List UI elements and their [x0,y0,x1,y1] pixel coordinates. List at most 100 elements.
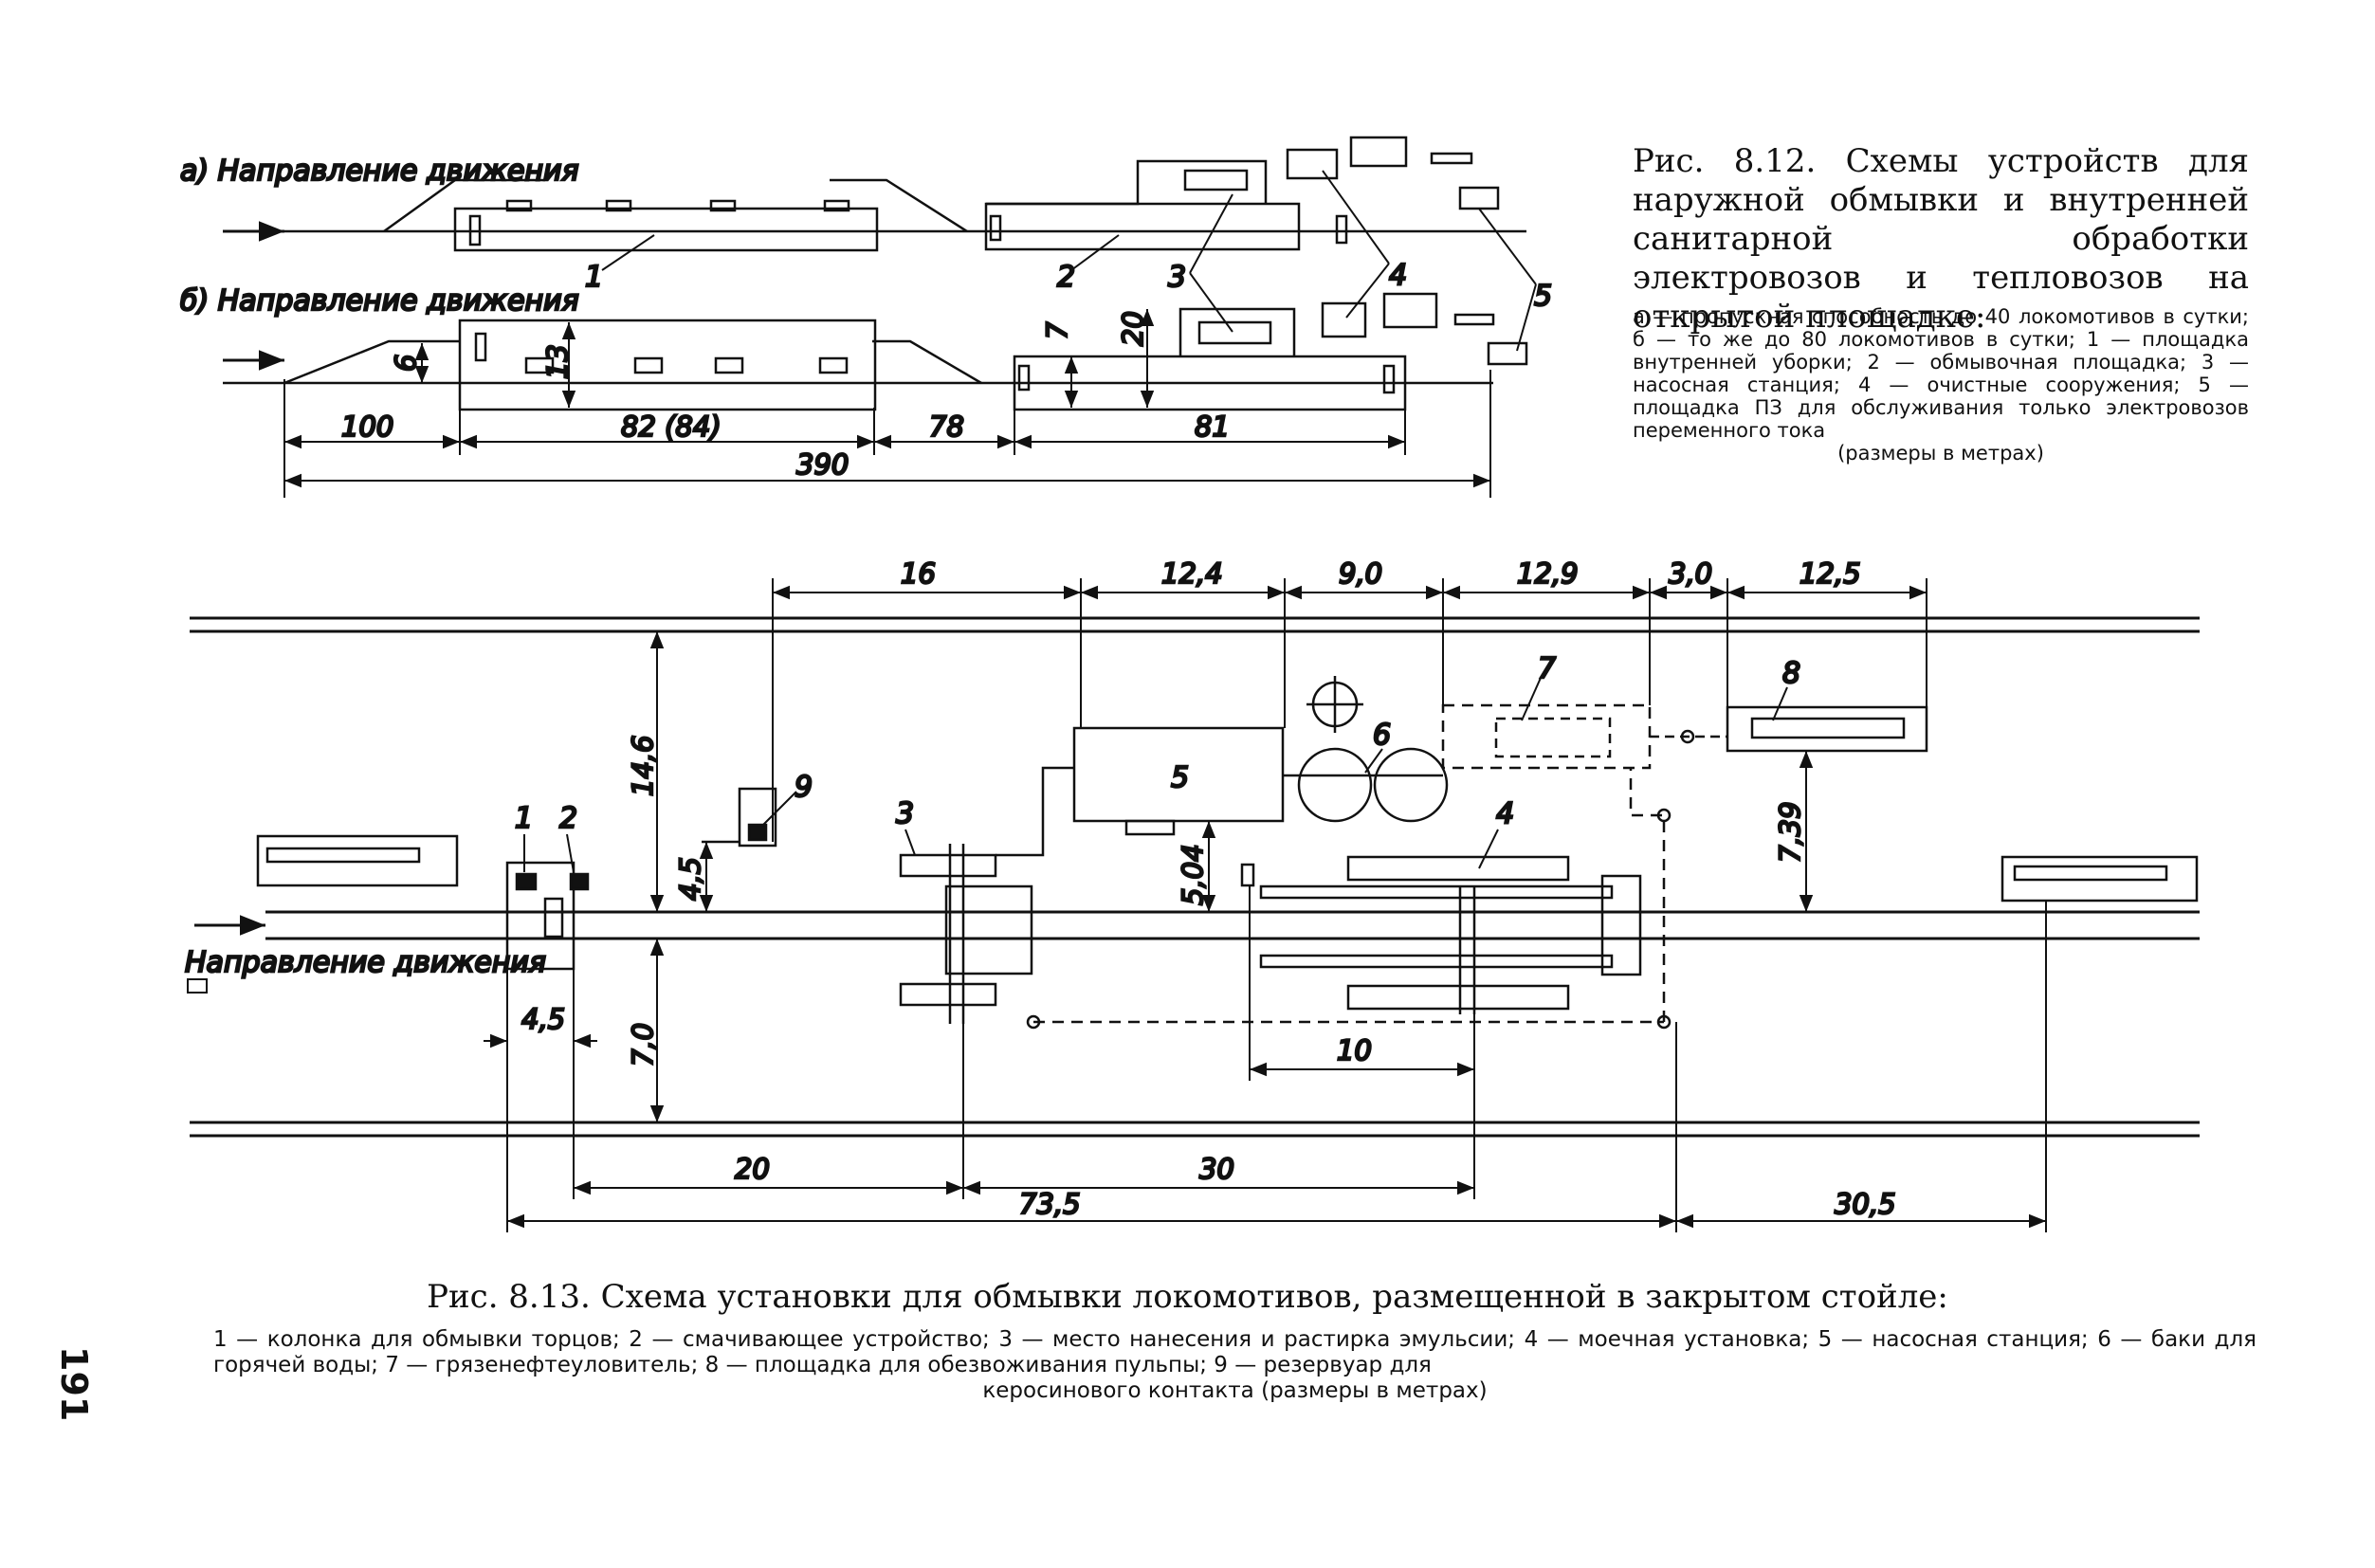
wagon-b2 [633,356,664,374]
ramp-b [283,339,460,385]
treatment-a3 [1430,152,1473,165]
column-a3 [1335,214,1348,245]
wagon-a4 [823,199,850,212]
dim-3-0: 3,0 [1669,557,1712,590]
callout-813-8: 8 [1782,657,1800,690]
locomotive-left-detail [265,847,421,864]
wagon-b1 [524,356,555,374]
fig812-legend: а — пропускная способность до 40 локомот… [1633,305,2249,465]
callout-813-2: 2 [559,802,577,835]
dim-7-39: 7,39 [1774,801,1806,863]
pump-a [1183,169,1249,191]
fig813-legend: 1 — колонка для обмывки торцов; 2 — смач… [213,1327,2256,1404]
wash-installation-top [1346,855,1570,882]
fig812-caption: Рис. 8.12. Схемы устройств для наружной … [1633,142,2249,337]
platform-2-b-top [1178,307,1296,356]
emulsion-bottom [899,982,997,1007]
ramp-a [383,178,545,233]
treatment-b1 [1321,301,1367,338]
column-a2 [989,214,1002,242]
wash-gate [1600,874,1642,976]
dim-6: 6 [390,355,422,372]
fig813-title: Рис. 8.13. Схема установки для обмывки л… [427,1278,1948,1316]
fig812-title: Рис. 8.12. Схемы устройств для наружной … [1633,142,2249,336]
pipe-pump [996,766,1074,857]
dim-9-0: 9,0 [1339,557,1382,590]
column-1 [515,872,538,891]
locomotive-right-detail [2013,865,2168,882]
dim-73-5: 73,5 [1019,1188,1081,1220]
treatment-a2 [1349,136,1408,168]
dim-16: 16 [901,557,936,590]
platform-1-a [453,207,879,252]
treatment-a1 [1286,148,1339,180]
frame-mid [543,897,564,939]
callout-813-4: 4 [1496,797,1514,830]
treatment-b2 [1382,292,1438,329]
pump-base [1124,819,1176,836]
dim-12-9: 12,9 [1517,557,1579,590]
dim-30-5: 30,5 [1835,1188,1896,1220]
page-number: 191 [53,1346,95,1422]
dim-13: 13 [541,344,574,379]
fig813-leaders [523,677,1788,873]
device-2 [569,872,590,891]
wash-rail-upper [1259,884,1614,900]
wagon-b4 [818,356,849,374]
post [1240,863,1255,887]
locomotive-left [256,834,459,887]
pz-site-a [1458,186,1500,210]
tank-6b [1373,747,1449,823]
dim-78: 78 [929,410,964,443]
dewatering-8 [1726,705,1928,753]
callout-4: 4 [1389,259,1407,292]
dewatering-inner [1750,717,1906,739]
emulsion-frame [944,884,1033,975]
fig812-scheme-b [223,292,1528,411]
ramp-a-right [830,178,968,233]
callout-5: 5 [1534,280,1552,313]
dim-20: 20 [1117,311,1149,346]
dim-12-4: 12,4 [1161,557,1223,590]
dim-4-5-h: 4,5 [521,1003,565,1035]
label-direction-a: а) Направление движения [180,155,579,188]
dim-390: 390 [796,448,849,481]
treatment-b3 [1453,313,1495,326]
fig813-drawing [190,616,2200,1138]
dim-4-5-v: 4,5 [674,857,706,901]
oil-trap-7 [1441,703,1652,770]
oil-trap-inner [1494,717,1612,758]
fig812-dimensions [283,309,1491,498]
fig812-legend-end: (размеры в метрах) [1837,442,2044,465]
dim-7-0: 7,0 [627,1023,659,1067]
callout-3: 3 [1168,261,1186,294]
platform-2-a-top [986,159,1268,206]
dim-100: 100 [341,410,393,443]
callout-2: 2 [1057,261,1075,294]
dim-81: 81 [1195,410,1230,443]
pz-site-b [1487,341,1528,366]
dim-5-04: 5,04 [1177,844,1209,905]
kerosene-reservoir-9 [738,787,777,848]
fig812-labels: а) Направление движения б) Направление д… [179,154,1554,483]
wash-rail-lower [1259,954,1614,969]
platform-1-b [458,319,877,411]
callout-1: 1 [585,261,603,294]
column-b3 [1382,364,1396,394]
label-direction-b: б) Направление движения [180,284,579,318]
fig812-legend-text: а — пропускная способность до 40 локомот… [1633,305,2249,442]
ramp-b-right [872,339,982,385]
callout-813-1: 1 [515,802,533,835]
callout-813-9: 9 [795,771,813,804]
fig813-legend-text: 1 — колонка для обмывки торцов; 2 — смач… [213,1327,2256,1377]
kerosene-reservoir-inner [747,823,768,842]
fig813-dimensions [484,578,2047,1232]
wagon-b3 [714,356,744,374]
callout-813-7: 7 [1538,652,1556,685]
column-b2 [1017,364,1031,392]
dim-12-5: 12,5 [1800,557,1861,590]
fig813-labels: Направление движения 1 2 3 4 5 6 7 8 9 1… [184,556,1897,1222]
dim-14-6: 14,6 [627,735,659,796]
